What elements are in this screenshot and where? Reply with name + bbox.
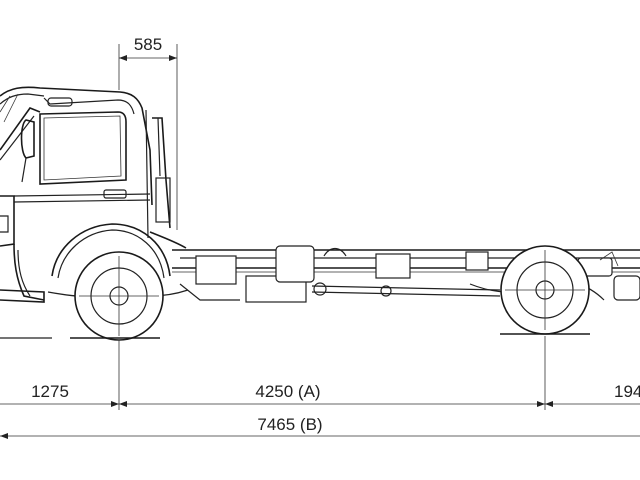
ground-lines	[0, 333, 590, 339]
cab	[0, 86, 187, 303]
dim-row-1: 1275 4250 (A) 1940	[0, 382, 640, 407]
dim-text-585: 585	[134, 35, 162, 54]
dim-row-2: 7465 (B)	[0, 415, 640, 439]
dim-text-wheelbase: 4250 (A)	[255, 382, 320, 401]
dimension-extension-lines	[118, 44, 546, 410]
rear-wheel	[500, 245, 590, 335]
dim-text-front-overhang: 1275	[31, 382, 69, 401]
dim-front-cab-offset: 585	[119, 35, 177, 61]
dim-text-rear-overhang: 1940	[614, 382, 640, 401]
dim-text-overall-length: 7465 (B)	[257, 415, 322, 434]
front-wheel	[74, 251, 164, 341]
